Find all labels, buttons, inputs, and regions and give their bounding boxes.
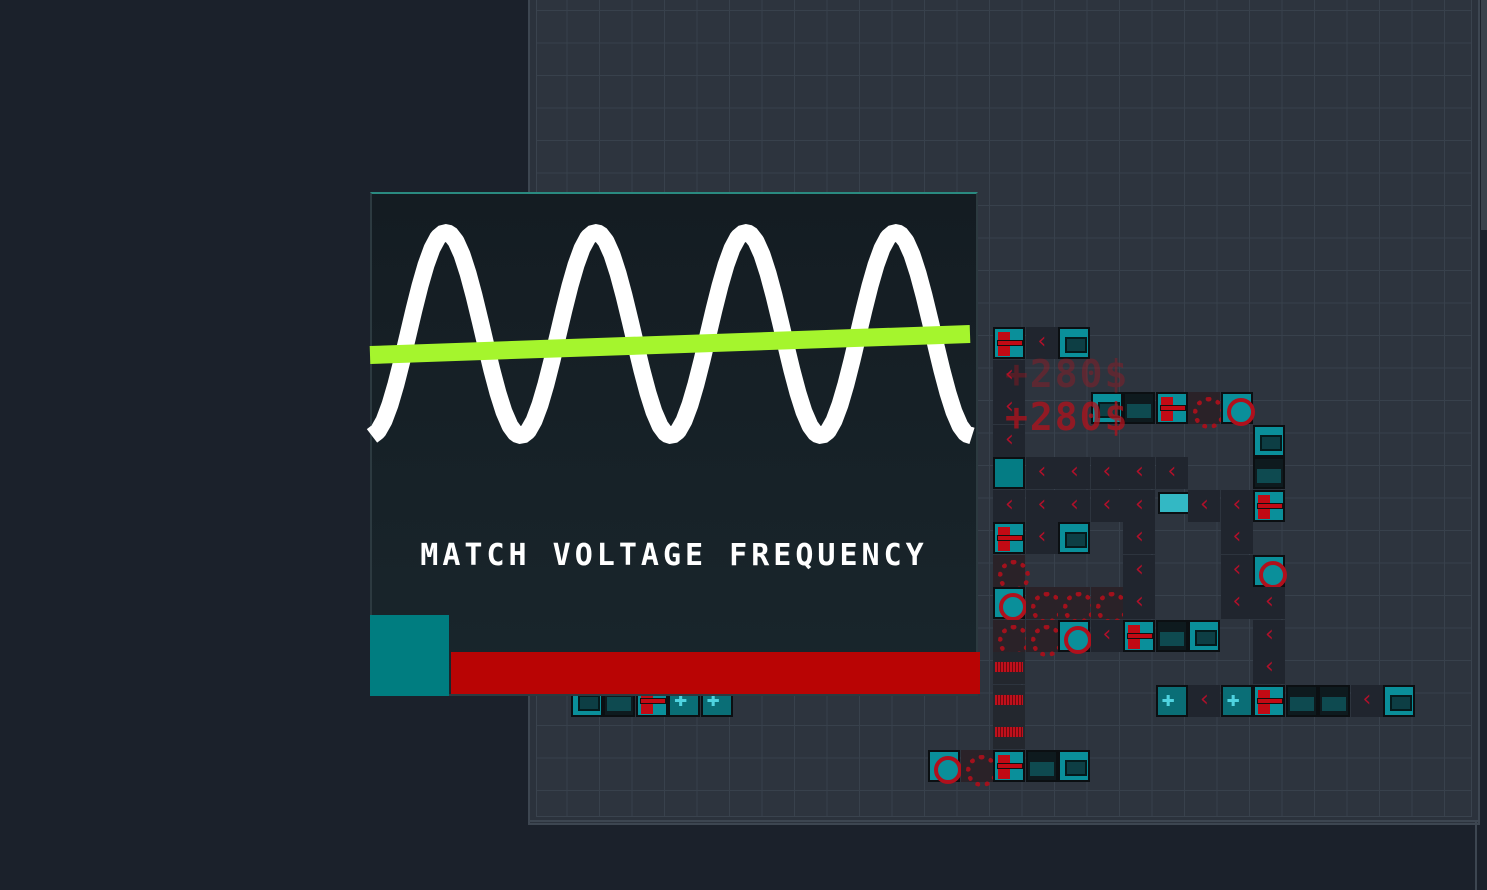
folder-dark-machine-icon[interactable] <box>1285 684 1318 717</box>
medkit-machine-icon[interactable] <box>993 749 1025 782</box>
folder-machine-icon[interactable] <box>1058 749 1090 782</box>
conveyor-belt-icon[interactable] <box>1025 327 1058 359</box>
voltage-minigame-popup[interactable]: MATCH VOLTAGE FREQUENCY <box>366 192 980 696</box>
conveyor-belt-icon[interactable] <box>1253 587 1285 619</box>
conveyor-belt-icon[interactable] <box>1350 684 1383 717</box>
gear-icon[interactable] <box>1188 392 1225 429</box>
gear-icon[interactable] <box>1025 587 1063 624</box>
gear-machine-icon[interactable] <box>1220 392 1255 426</box>
folder-machine-icon[interactable] <box>1188 619 1220 652</box>
folder-dark-machine-icon[interactable] <box>1155 619 1188 652</box>
folder-machine-icon[interactable] <box>1058 327 1090 359</box>
monitor-icon[interactable] <box>1156 490 1190 522</box>
progress-remaining <box>451 652 980 694</box>
reward-text-fading: +280$ <box>1005 352 1130 396</box>
progress-fill <box>370 615 449 696</box>
grill-machine-icon[interactable] <box>993 652 1025 684</box>
grill-machine-icon[interactable] <box>993 717 1025 749</box>
medkit-machine-icon[interactable] <box>1253 684 1285 717</box>
medkit-machine-icon[interactable] <box>1155 392 1188 424</box>
conveyor-belt-icon[interactable] <box>1025 522 1058 554</box>
sine-wave <box>366 223 975 445</box>
conveyor-belt-icon[interactable] <box>1253 652 1285 684</box>
conveyor-belt-icon[interactable] <box>1123 489 1155 522</box>
conveyor-belt-icon[interactable] <box>1123 554 1155 587</box>
cross-machine-icon[interactable] <box>1220 684 1253 717</box>
panel-edge <box>1475 820 1487 890</box>
teal-block-icon[interactable] <box>993 457 1025 489</box>
conveyor-belt-icon[interactable] <box>1220 489 1253 522</box>
conveyor-belt-icon[interactable] <box>993 424 1025 457</box>
minigame-title: MATCH VOLTAGE FREQUENCY <box>420 538 928 573</box>
conveyor-belt-icon[interactable] <box>1188 489 1220 522</box>
conveyor-belt-icon[interactable] <box>1123 587 1155 619</box>
gear-icon[interactable] <box>960 749 998 787</box>
medkit-machine-icon[interactable] <box>1123 619 1155 652</box>
conveyor-belt-icon[interactable] <box>993 359 1025 392</box>
conveyor-belt-icon[interactable] <box>993 392 1025 424</box>
medkit-machine-icon[interactable] <box>993 522 1025 554</box>
folder-machine-icon[interactable] <box>1253 424 1285 457</box>
gear-icon[interactable] <box>993 554 1030 592</box>
conveyor-belt-icon[interactable] <box>1220 587 1253 619</box>
scrollbar[interactable] <box>1481 0 1487 230</box>
conveyor-belt-icon[interactable] <box>1123 522 1155 554</box>
conveyor-belt-icon[interactable] <box>1220 522 1253 554</box>
folder-dark-machine-icon[interactable] <box>1123 392 1155 424</box>
gear-machine-icon[interactable] <box>1253 554 1287 589</box>
gear-machine-icon[interactable] <box>993 587 1027 621</box>
medkit-machine-icon[interactable] <box>993 327 1025 359</box>
conveyor-belt-icon[interactable] <box>1188 684 1220 717</box>
voltage-wave[interactable] <box>362 214 982 474</box>
conveyor-belt-icon[interactable] <box>1025 457 1058 489</box>
gear-machine-icon[interactable] <box>928 749 962 784</box>
gear-icon[interactable] <box>1058 587 1095 624</box>
gear-icon[interactable] <box>993 619 1030 657</box>
reward-text: +280$ <box>1005 395 1130 439</box>
conveyor-belt-icon[interactable] <box>1058 489 1090 522</box>
board-edge <box>528 820 1480 822</box>
cross-machine-icon[interactable] <box>1155 684 1188 717</box>
gear-icon[interactable] <box>1025 619 1063 657</box>
conveyor-belt-icon[interactable] <box>1220 554 1253 587</box>
medkit-machine-icon[interactable] <box>1253 489 1285 522</box>
conveyor-belt-icon[interactable] <box>1058 457 1090 489</box>
grill-machine-icon[interactable] <box>993 684 1025 717</box>
folder-dark-machine-icon[interactable] <box>1318 684 1350 717</box>
conveyor-belt-icon[interactable] <box>1090 457 1123 489</box>
conveyor-belt-icon[interactable] <box>1025 489 1058 522</box>
folder-dark-machine-icon[interactable] <box>1253 457 1285 489</box>
conveyor-belt-icon[interactable] <box>1090 619 1123 652</box>
folder-dark-machine-icon[interactable] <box>1025 749 1058 782</box>
target-voltage-line <box>369 325 971 364</box>
folder-machine-icon[interactable] <box>1383 684 1415 717</box>
folder-machine-icon[interactable] <box>1090 392 1123 424</box>
gear-machine-icon[interactable] <box>1058 619 1092 654</box>
conveyor-belt-icon[interactable] <box>1123 457 1155 489</box>
conveyor-belt-icon[interactable] <box>993 489 1025 522</box>
conveyor-belt-icon[interactable] <box>1253 619 1285 652</box>
gear-icon[interactable] <box>1090 587 1128 624</box>
conveyor-belt-icon[interactable] <box>1155 457 1188 489</box>
folder-machine-icon[interactable] <box>1058 522 1090 554</box>
conveyor-belt-icon[interactable] <box>1090 489 1123 522</box>
